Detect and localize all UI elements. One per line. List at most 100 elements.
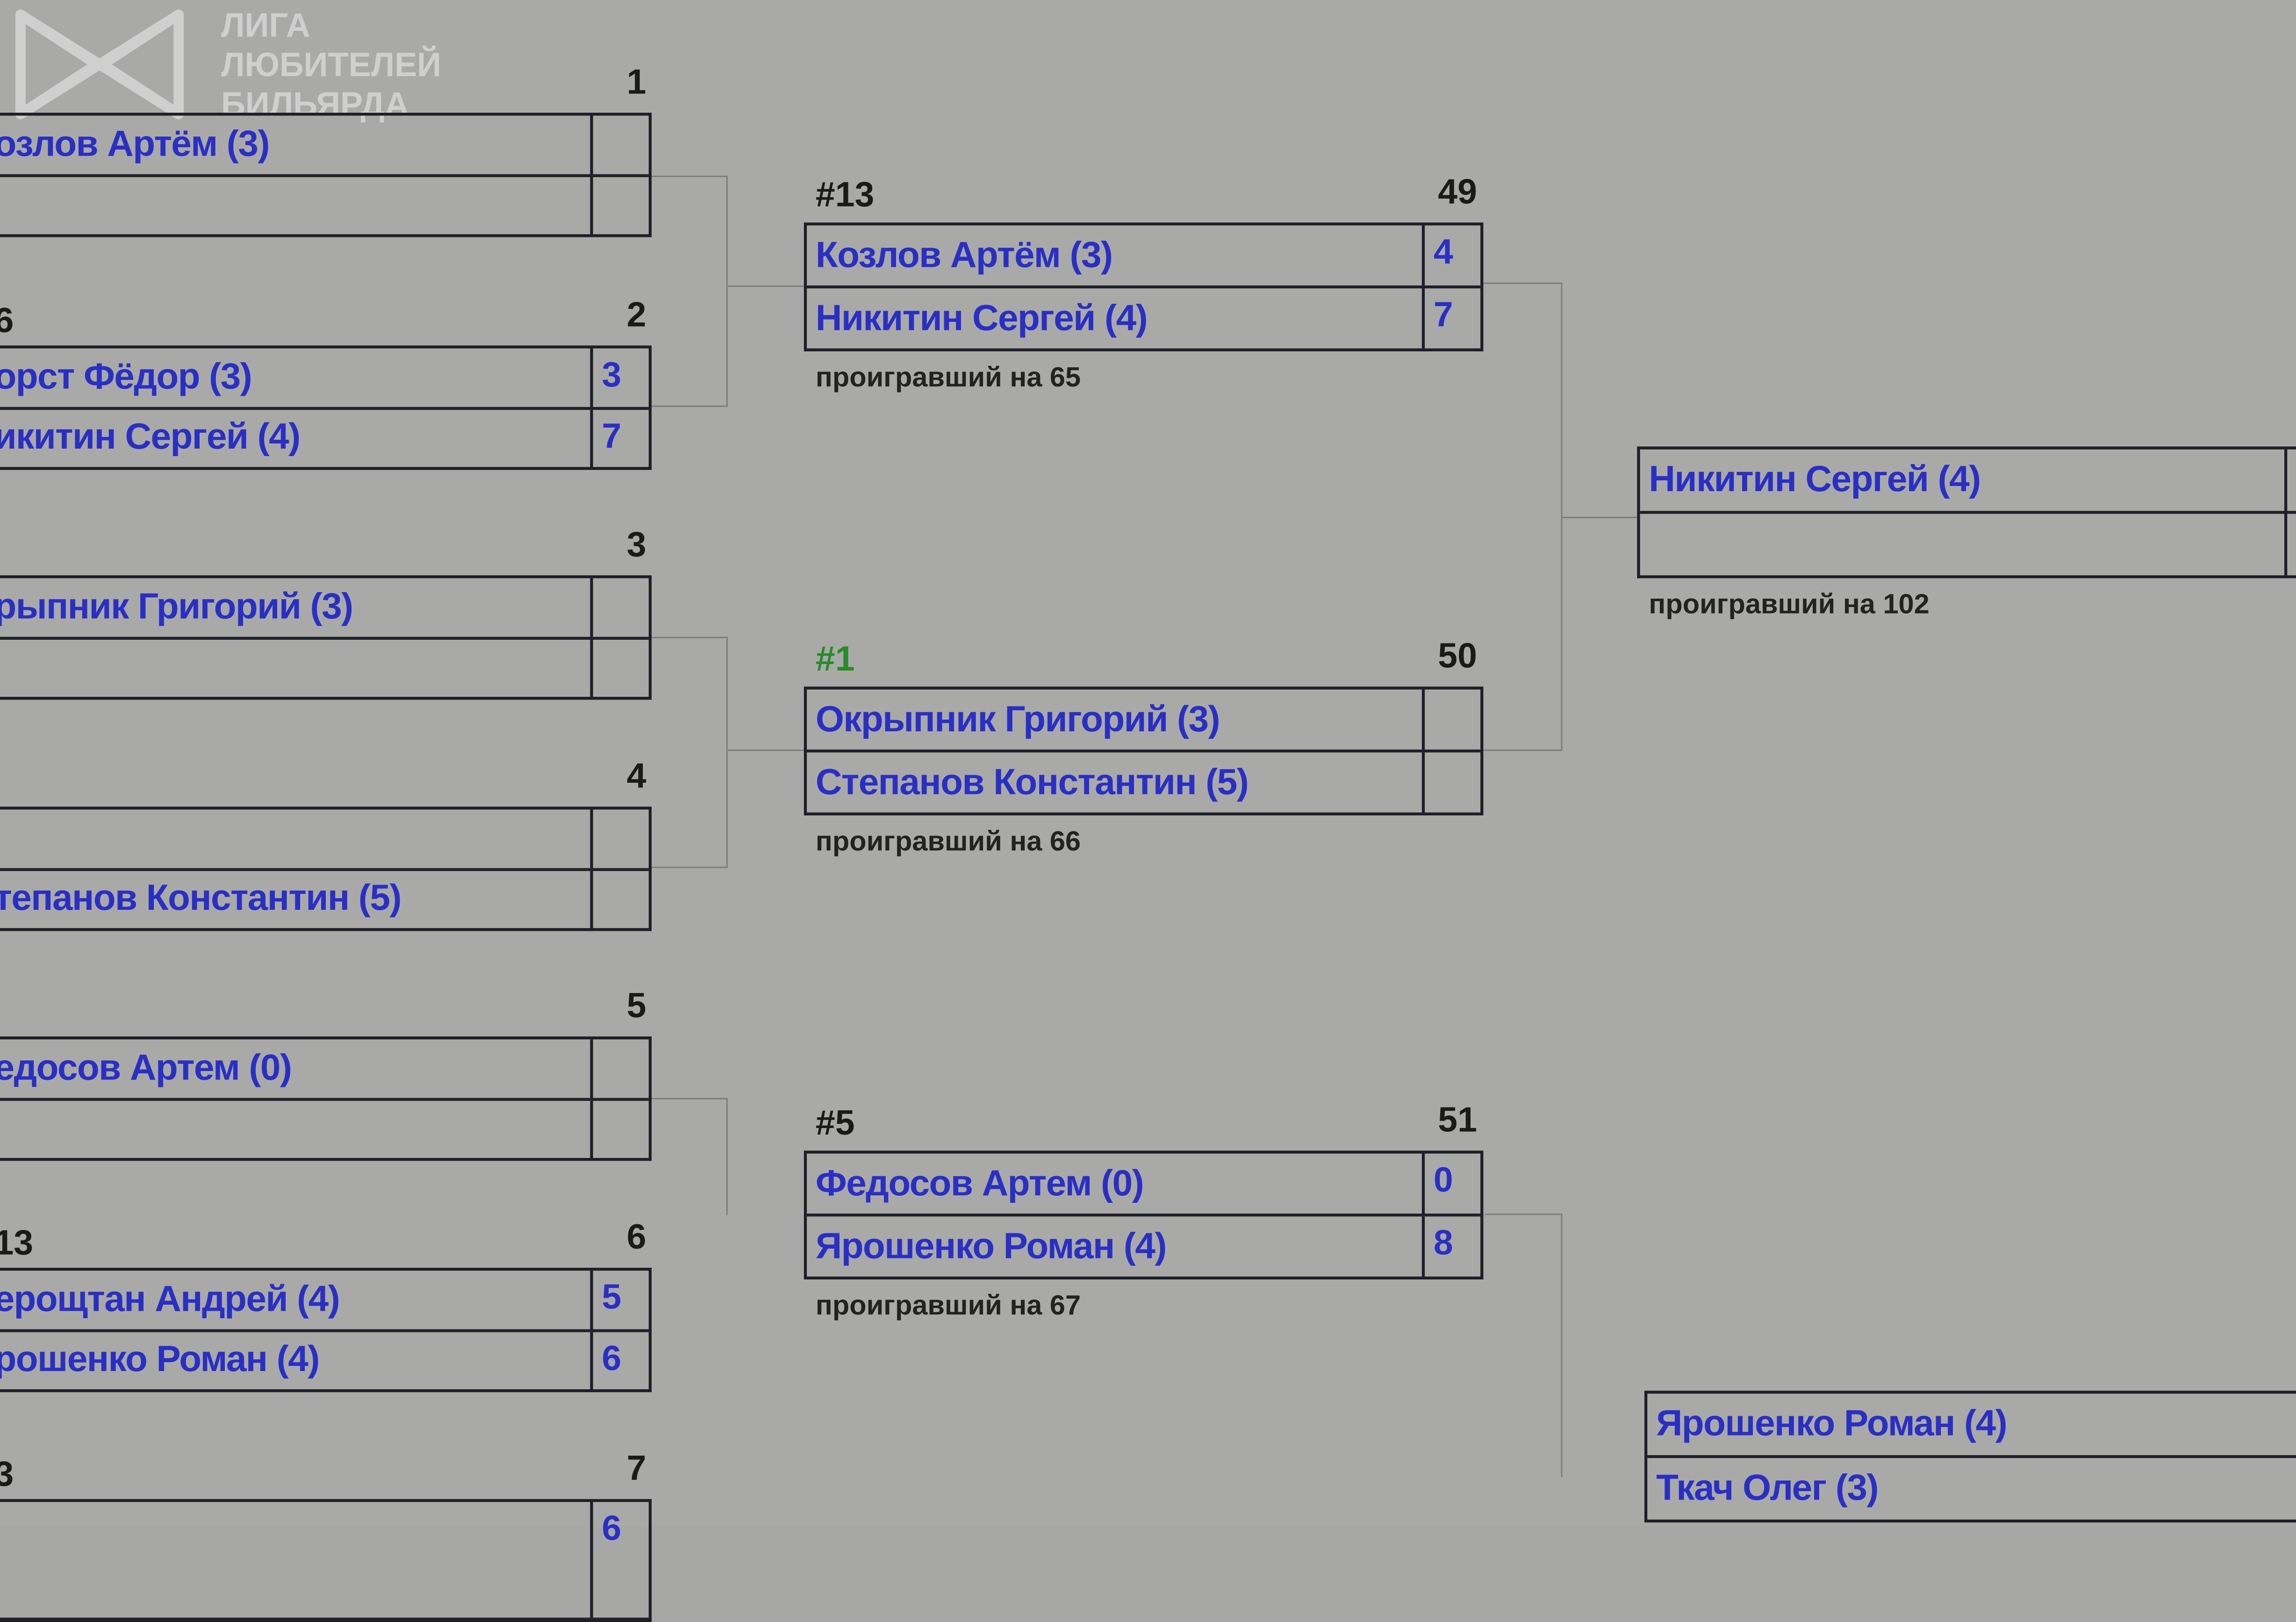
bracket-connector bbox=[1483, 749, 1561, 751]
player-score[interactable] bbox=[590, 1039, 648, 1097]
player-row[interactable]: Ярошенко Роман (4)8 bbox=[807, 1215, 1481, 1277]
bracket-connector bbox=[1561, 516, 1637, 518]
player-name: Никитин Сергей (4) bbox=[815, 297, 1148, 338]
player-name: Козлов Артём (3) bbox=[815, 234, 1113, 275]
player-score[interactable] bbox=[590, 578, 648, 636]
bracket-connector bbox=[727, 749, 804, 751]
logo-line-1: ЛИГА bbox=[221, 6, 310, 44]
player-row[interactable]: Никитин Сергей (4) 7 bbox=[807, 287, 1481, 349]
bracket-connector bbox=[1485, 1214, 1563, 1215]
player-score[interactable] bbox=[590, 809, 648, 868]
player-name: Никитин Сергей (4) bbox=[1649, 459, 1981, 500]
player-row[interactable] bbox=[0, 1099, 649, 1158]
bracket-connector bbox=[652, 175, 728, 178]
bracket-connector bbox=[726, 175, 728, 406]
bracket-connector bbox=[652, 636, 728, 638]
player-name: тепанов Константин (5) bbox=[0, 878, 402, 919]
player-row[interactable]: рошенко Роман (4) 6 bbox=[0, 1330, 649, 1389]
loser-destination: проигравший на 67 bbox=[815, 1291, 1081, 1322]
player-row[interactable]: Федосов Артем (0)0 bbox=[807, 1153, 1481, 1215]
match-box[interactable]: едосов Артем (0) bbox=[0, 1036, 652, 1161]
player-score[interactable]: 4 bbox=[1421, 225, 1480, 286]
score-column bbox=[2284, 449, 2288, 576]
player-name: едосов Артем (0) bbox=[0, 1047, 292, 1088]
match-number: 1 bbox=[626, 63, 646, 103]
player-score[interactable] bbox=[590, 870, 648, 929]
player-row[interactable]: Никитин Сергей (4) bbox=[1640, 450, 2296, 513]
player-row[interactable]: Козлов Артём (3) 4 bbox=[807, 225, 1481, 287]
match-number: 7 bbox=[626, 1449, 646, 1489]
match-box[interactable]: Никитин Сергей (4) bbox=[1637, 446, 2296, 579]
player-score[interactable] bbox=[1421, 689, 1480, 750]
seed-label: #13 bbox=[815, 175, 875, 215]
player-score[interactable] bbox=[590, 176, 648, 235]
player-name: Окрыпник Григорий (3) bbox=[815, 698, 1220, 740]
player-row[interactable]: икитин Сергей (4) 7 bbox=[0, 407, 649, 467]
player-row[interactable]: Степанов Константин (5) bbox=[807, 751, 1481, 813]
bracket-connector bbox=[1561, 282, 1563, 751]
match-box[interactable]: рыпник Григорий (3) bbox=[0, 575, 652, 700]
player-row[interactable]: едосов Артем (0) bbox=[0, 1039, 649, 1099]
bracket-connector bbox=[652, 405, 728, 407]
player-row[interactable]: тепанов Константин (5) bbox=[0, 869, 649, 929]
player-score[interactable] bbox=[590, 639, 648, 697]
bracket-connector bbox=[652, 866, 728, 868]
tournament-bracket: ЛИГА ЛЮБИТЕЛЕЙ БИЛЬЯРДА озлов Артём (3) 1… bbox=[0, 6, 2296, 1622]
player-row[interactable]: 6 bbox=[0, 1502, 649, 1619]
player-score[interactable] bbox=[590, 115, 648, 174]
player-score[interactable]: 7 bbox=[1421, 288, 1480, 349]
bracket-connector bbox=[1561, 1214, 1563, 1477]
player-row[interactable]: орст Фёдор (3)3 bbox=[0, 348, 649, 408]
player-row[interactable] bbox=[1640, 512, 2296, 575]
match-number: 49 bbox=[1438, 172, 1477, 213]
match-number: 50 bbox=[1438, 636, 1477, 677]
bracket-connector bbox=[1483, 282, 1561, 284]
match-box[interactable]: 6 bbox=[0, 1499, 652, 1622]
player-score[interactable]: 5 bbox=[590, 1271, 648, 1329]
logo-icon bbox=[15, 9, 184, 120]
match-box[interactable]: тепанов Константин (5) bbox=[0, 807, 652, 931]
match-number: 51 bbox=[1438, 1100, 1477, 1141]
player-score[interactable]: 6 bbox=[590, 1502, 648, 1618]
logo-line-3: БИЛЬЯРДА bbox=[221, 85, 409, 123]
bracket-connector bbox=[726, 1098, 728, 1215]
player-name: икитин Сергей (4) bbox=[0, 417, 301, 458]
player-score[interactable] bbox=[1421, 752, 1480, 813]
match-box[interactable]: орст Фёдор (3)3 икитин Сергей (4) 7 bbox=[0, 345, 652, 470]
player-name: Ткач Олег (3) bbox=[1656, 1467, 1879, 1509]
player-score[interactable]: 7 bbox=[590, 409, 648, 467]
player-score[interactable]: 3 bbox=[590, 348, 648, 407]
bracket-connector bbox=[652, 1098, 728, 1100]
player-row[interactable] bbox=[0, 637, 649, 697]
loser-destination: проигравший на 66 bbox=[815, 827, 1081, 858]
league-logo: ЛИГА ЛЮБИТЕЛЕЙ БИЛЬЯРДА bbox=[12, 6, 495, 123]
player-row[interactable]: озлов Артём (3) bbox=[0, 115, 649, 175]
match-box[interactable]: озлов Артём (3) bbox=[0, 113, 652, 237]
match-box[interactable]: Окрыпник Григорий (3) Степанов Константин… bbox=[804, 686, 1484, 815]
player-row[interactable]: Окрыпник Григорий (3) bbox=[807, 689, 1481, 751]
match-number: 6 bbox=[626, 1218, 646, 1258]
match-box[interactable]: ерощтан Андрей (4)5 рошенко Роман (4) 6 bbox=[0, 1267, 652, 1393]
seed-label: 3 bbox=[0, 1455, 14, 1496]
player-name: озлов Артём (3) bbox=[0, 123, 270, 164]
player-row[interactable]: Ярошенко Роман (4) bbox=[1647, 1393, 2296, 1457]
player-row[interactable] bbox=[0, 809, 649, 869]
logo-line-2: ЛЮБИТЕЛЕЙ bbox=[221, 45, 441, 84]
match-box[interactable]: Ярошенко Роман (4) Ткач Олег (3) bbox=[1644, 1391, 2296, 1523]
player-row[interactable]: рыпник Григорий (3) bbox=[0, 578, 649, 638]
seed-label: #1 bbox=[815, 639, 855, 679]
player-score[interactable]: 0 bbox=[1421, 1153, 1480, 1214]
player-row[interactable]: Ткач Олег (3) bbox=[1647, 1457, 2296, 1520]
player-row[interactable] bbox=[0, 175, 649, 235]
player-score[interactable] bbox=[590, 1100, 648, 1158]
player-name: рыпник Григорий (3) bbox=[0, 586, 353, 627]
player-name: рошенко Роман (4) bbox=[0, 1339, 320, 1380]
bracket-connector bbox=[727, 285, 804, 287]
player-name: Ярошенко Роман (4) bbox=[1656, 1403, 2008, 1444]
player-score[interactable]: 8 bbox=[1421, 1216, 1480, 1277]
player-score[interactable]: 6 bbox=[590, 1331, 648, 1389]
player-row[interactable]: ерощтан Андрей (4)5 bbox=[0, 1271, 649, 1330]
seed-label: #5 bbox=[815, 1104, 855, 1143]
